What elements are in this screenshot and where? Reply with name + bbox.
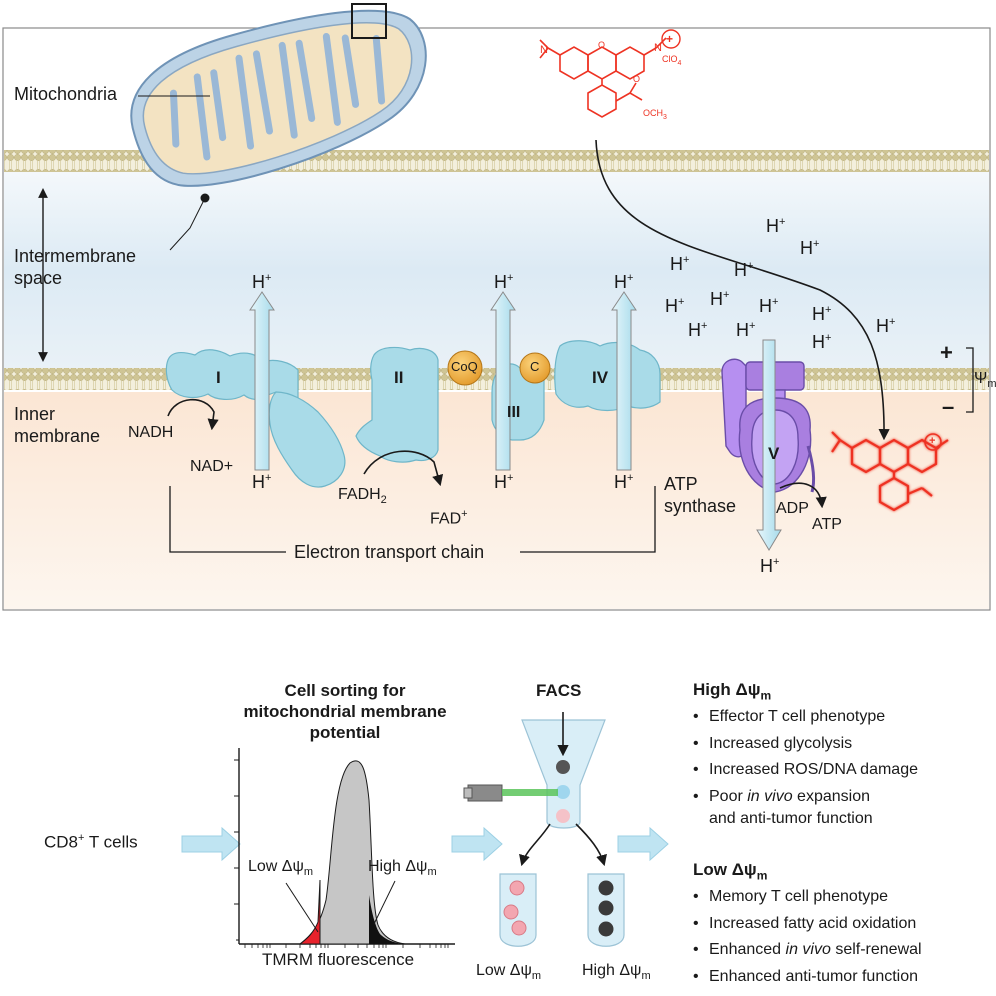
- psi-m-label: Ψm: [974, 370, 996, 391]
- potential-minus: –: [942, 394, 955, 419]
- complex-I-label: I: [216, 368, 221, 387]
- facs-label: FACS: [536, 681, 582, 700]
- high-point: Poor in vivo expansion: [693, 784, 918, 811]
- nad-label: NAD+: [190, 458, 234, 475]
- fad-label: FAD+: [430, 508, 468, 528]
- tmrm-ester: OCH3: [643, 108, 667, 121]
- proton-label: H+: [759, 296, 779, 316]
- proton-label: H+: [812, 332, 832, 352]
- proton-label: H+: [688, 320, 708, 340]
- tmrm-carbonyl: O: [633, 74, 641, 84]
- tube-low: [499, 873, 537, 947]
- proton-label: H+: [614, 272, 634, 292]
- atp-synthase-label-2: synthase: [664, 496, 737, 516]
- complex-II-label: II: [394, 368, 404, 387]
- tmrm-molecule-matrix: [831, 431, 949, 512]
- mitochondrion-illustration: [130, 9, 427, 187]
- proton-label: H+: [734, 260, 754, 280]
- proton-label: H+: [812, 304, 832, 324]
- proton-label: H+: [614, 472, 634, 492]
- zoom-box: [351, 3, 387, 39]
- etc-bracket: [169, 486, 656, 553]
- histogram-plot: [234, 748, 455, 948]
- low-point: Enhanced anti-tumor function: [693, 964, 922, 991]
- tube-high: [587, 873, 625, 947]
- nadh-label: NADH: [128, 424, 174, 441]
- tmrm-counterion: ClO4: [662, 54, 682, 67]
- low-gate-label: Low Δψm: [248, 858, 314, 879]
- proton-label: H+: [252, 472, 272, 492]
- tmrm-n-left: N: [540, 44, 548, 56]
- potential-plus: +: [940, 340, 953, 365]
- input-label: CD8+ T cells: [44, 832, 138, 852]
- proton-label: H+: [494, 272, 514, 292]
- high-point-continuation: and anti-tumor function: [709, 810, 873, 827]
- proton-label: H+: [736, 320, 756, 340]
- tmrm-molecule-top: [539, 37, 667, 118]
- complex-V-label: V: [768, 444, 780, 463]
- fadh2-label: FADH2: [338, 486, 387, 507]
- proton-label: H+: [760, 556, 780, 576]
- high-points-list: Effector T cell phenotype Increased glyc…: [693, 704, 918, 833]
- x-axis-label: TMRM fluorescence: [262, 950, 415, 969]
- complex-III-label: III: [507, 404, 521, 421]
- high-point: Increased ROS/DNA damage: [693, 757, 918, 784]
- high-heading: High Δψm: [693, 680, 772, 703]
- high-point: Effector T cell phenotype: [693, 704, 918, 731]
- proton-label: H+: [665, 296, 685, 316]
- adp-label: ADP: [776, 500, 809, 517]
- low-points-list: Memory T cell phenotype Increased fatty …: [693, 884, 922, 990]
- high-gate-label: High Δψm: [368, 858, 437, 879]
- intermembrane-label-1: Intermembrane: [14, 246, 137, 266]
- proton-label: H+: [494, 472, 514, 492]
- mitochondria-label: Mitochondria: [14, 84, 118, 104]
- proton-label: H+: [252, 272, 272, 292]
- tmrm-charge: +: [666, 32, 674, 46]
- proton-label: H+: [670, 254, 690, 274]
- proton-label: H+: [766, 216, 786, 236]
- histogram-title: Cell sorting for mitochondrial membrane …: [243, 681, 447, 742]
- coq-circle: [447, 350, 483, 386]
- proton-arrows: [249, 291, 782, 551]
- cyt-c-label: C: [530, 359, 540, 374]
- inner-membrane-label-1: Inner: [14, 404, 56, 424]
- tube-low-label: Low Δψm: [476, 962, 542, 983]
- tmrm-matrix-charge: +: [929, 435, 936, 447]
- low-heading: Low Δψm: [693, 860, 768, 883]
- coq-label: CoQ: [451, 359, 478, 374]
- distribution-low: [298, 879, 321, 945]
- complex-IV: [554, 340, 661, 412]
- proton-label: H+: [800, 238, 820, 258]
- tube-high-label: High Δψm: [582, 962, 651, 983]
- atp-label: ATP: [812, 516, 842, 533]
- intermembrane-label-2: space: [14, 268, 63, 288]
- tmrm-n-right: N: [654, 42, 662, 54]
- input-arrow: [181, 826, 241, 862]
- complex-II: [355, 346, 439, 463]
- low-point: Memory T cell phenotype: [693, 884, 922, 911]
- low-point: Increased fatty acid oxidation: [693, 911, 922, 938]
- tmrm-ring-o: O: [598, 40, 606, 50]
- proton-label: H+: [710, 289, 730, 309]
- to-facs-arrow: [451, 826, 503, 862]
- high-point: Increased glycolysis: [693, 731, 918, 758]
- proton-label: H+: [876, 316, 896, 336]
- distribution-high: [369, 895, 405, 944]
- to-results-arrow: [617, 826, 669, 862]
- facs-nozzle: [463, 712, 606, 829]
- complex-IV-label: IV: [592, 368, 609, 387]
- atp-synthase-label-1: ATP: [664, 474, 698, 494]
- distribution-gray: [298, 760, 406, 945]
- low-point: Enhanced in vivo self-renewal: [693, 937, 922, 964]
- inner-membrane-label-2: membrane: [14, 426, 101, 446]
- etc-label: Electron transport chain: [294, 542, 485, 562]
- cyt-c-circle: [519, 352, 551, 384]
